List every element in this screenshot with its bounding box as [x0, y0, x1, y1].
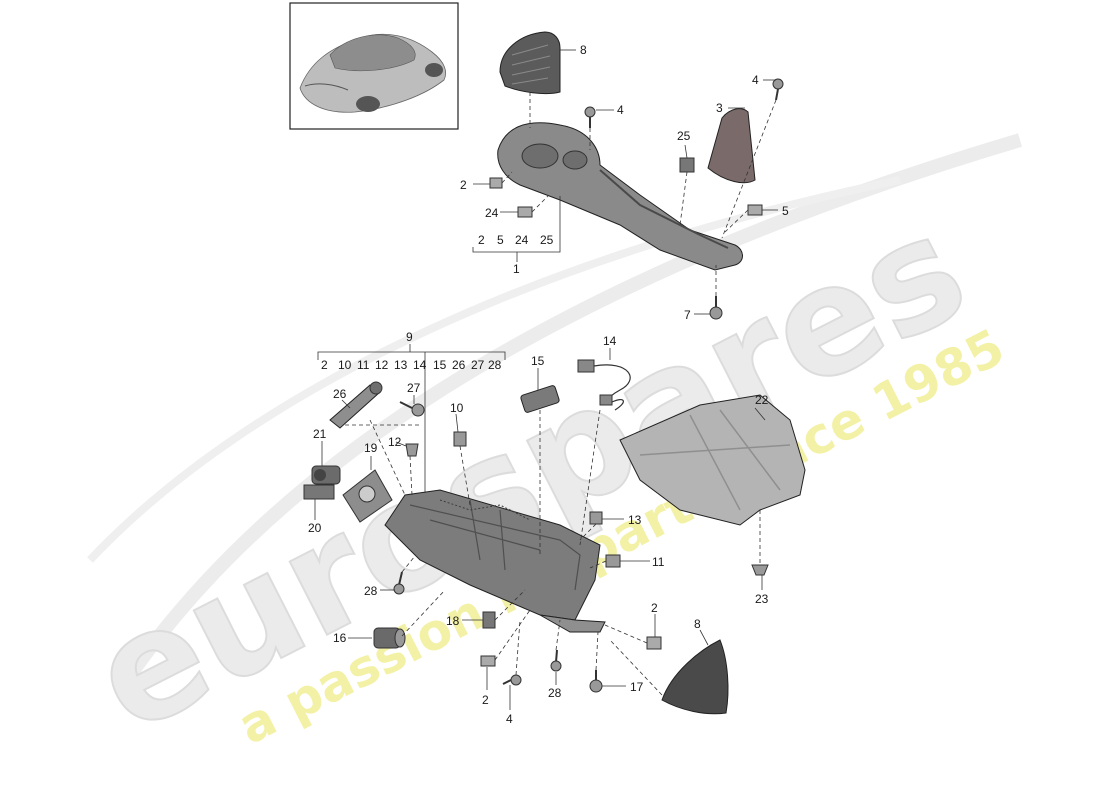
screw-28-left[interactable] [393, 571, 405, 595]
screw-28-lower[interactable] [550, 649, 562, 672]
callout-15[interactable]: 15 [531, 354, 545, 368]
callout-13[interactable]: 13 [628, 513, 642, 527]
clip-2-lower-left[interactable] [480, 655, 496, 667]
callout-26[interactable]: 26 [333, 387, 347, 401]
callout-2[interactable]: 2 [482, 693, 489, 707]
callout-10[interactable]: 10 [450, 401, 464, 415]
trim-cover-8-top[interactable] [499, 31, 561, 95]
carrier-bracket-1[interactable] [497, 122, 743, 271]
switch-15[interactable] [520, 385, 560, 413]
bracket-hole [521, 143, 559, 169]
screw-4-right[interactable] [772, 78, 784, 101]
callout-28[interactable]: 28 [548, 686, 562, 700]
upper-assembly: 2 5 24 25 [472, 31, 784, 320]
callout-11[interactable]: 11 [652, 555, 665, 569]
car-thumbnail[interactable] [289, 2, 459, 130]
clip-23[interactable] [751, 564, 769, 576]
callout-1[interactable]: 1 [513, 262, 520, 276]
clip-2-lower-right[interactable] [646, 636, 662, 650]
bracket-9-part: 2 [321, 358, 328, 372]
lamp-14[interactable] [577, 359, 631, 411]
trim-cover-8-bottom[interactable] [661, 639, 729, 715]
bracket-9-part: 27 [471, 358, 485, 372]
clip-24[interactable] [517, 206, 533, 218]
callout-21[interactable]: 21 [313, 427, 327, 441]
callout-20[interactable]: 20 [308, 521, 322, 535]
screw-17[interactable] [589, 670, 603, 693]
callout-16[interactable]: 16 [333, 631, 347, 645]
clip-5[interactable] [747, 204, 763, 216]
nut-25[interactable] [679, 157, 695, 173]
callout-2[interactable]: 2 [651, 601, 658, 615]
callout-23[interactable]: 23 [755, 592, 769, 606]
callout-12[interactable]: 12 [388, 435, 402, 449]
bracket-9-part: 10 [338, 358, 352, 372]
screw-4-upper[interactable] [584, 106, 596, 128]
pad-18[interactable] [482, 611, 496, 629]
bracket-9-part: 12 [375, 358, 389, 372]
callout-8[interactable]: 8 [694, 617, 701, 631]
screw-4-lower[interactable] [502, 674, 522, 686]
bracket-9-part: 15 [433, 358, 447, 372]
callout-17[interactable]: 17 [630, 680, 644, 694]
screw-27[interactable] [399, 401, 425, 417]
clip-13[interactable] [589, 511, 603, 525]
clip-2-upper[interactable] [489, 177, 503, 189]
bracket-9-part: 11 [357, 358, 370, 372]
switch-20[interactable] [303, 484, 335, 500]
callout-14[interactable]: 14 [603, 334, 617, 348]
callout-9[interactable]: 9 [406, 330, 413, 344]
callout-4[interactable]: 4 [752, 73, 759, 87]
bracket-group-1: 2 5 24 25 [472, 196, 561, 262]
bracket-hole [562, 150, 588, 170]
callout-8[interactable]: 8 [580, 43, 587, 57]
callout-27[interactable]: 27 [407, 381, 421, 395]
insulation-mat-22[interactable] [619, 394, 806, 526]
callout-28[interactable]: 28 [364, 584, 378, 598]
callout-2[interactable]: 2 [460, 178, 467, 192]
lower-assembly: 2 10 11 12 13 14 15 26 27 28 [303, 344, 806, 715]
screw-7[interactable] [709, 296, 723, 320]
bracket-group-9: 2 10 11 12 13 14 15 26 27 28 [317, 344, 506, 500]
callout-25[interactable]: 25 [677, 129, 691, 143]
callouts: 8 4 4 3 25 2 24 5 1 7 9 15 14 26 27 10 2… [308, 43, 789, 726]
bracket-9-part: 28 [488, 358, 502, 372]
bracket-19[interactable] [342, 469, 393, 523]
bracket-1-part: 24 [515, 233, 529, 247]
callout-5[interactable]: 5 [782, 204, 789, 218]
callout-3[interactable]: 3 [716, 101, 723, 115]
callout-22[interactable]: 22 [755, 393, 769, 407]
callout-4[interactable]: 4 [506, 712, 513, 726]
callout-7[interactable]: 7 [684, 308, 691, 322]
bracket-1-part: 5 [497, 233, 504, 247]
plug-12[interactable] [405, 443, 419, 457]
knob-16[interactable] [373, 627, 406, 649]
callout-19[interactable]: 19 [364, 441, 378, 455]
bracket-9-part: 26 [452, 358, 466, 372]
bracket-1-part: 25 [540, 233, 554, 247]
clip-10[interactable] [453, 431, 467, 447]
callout-24[interactable]: 24 [485, 206, 499, 220]
car-thumbnail-icon [299, 33, 447, 113]
clip-11[interactable] [605, 554, 621, 568]
callout-4[interactable]: 4 [617, 103, 624, 117]
watermark-brand: eurospares [67, 181, 991, 767]
callout-18[interactable]: 18 [446, 614, 460, 628]
trim-panel-3[interactable] [707, 108, 756, 184]
bracket-9-part: 13 [394, 358, 408, 372]
vent-grille [511, 44, 551, 85]
bracket-9-part: 14 [413, 358, 427, 372]
bracket-1-part: 2 [478, 233, 485, 247]
lock-21[interactable] [311, 465, 341, 485]
